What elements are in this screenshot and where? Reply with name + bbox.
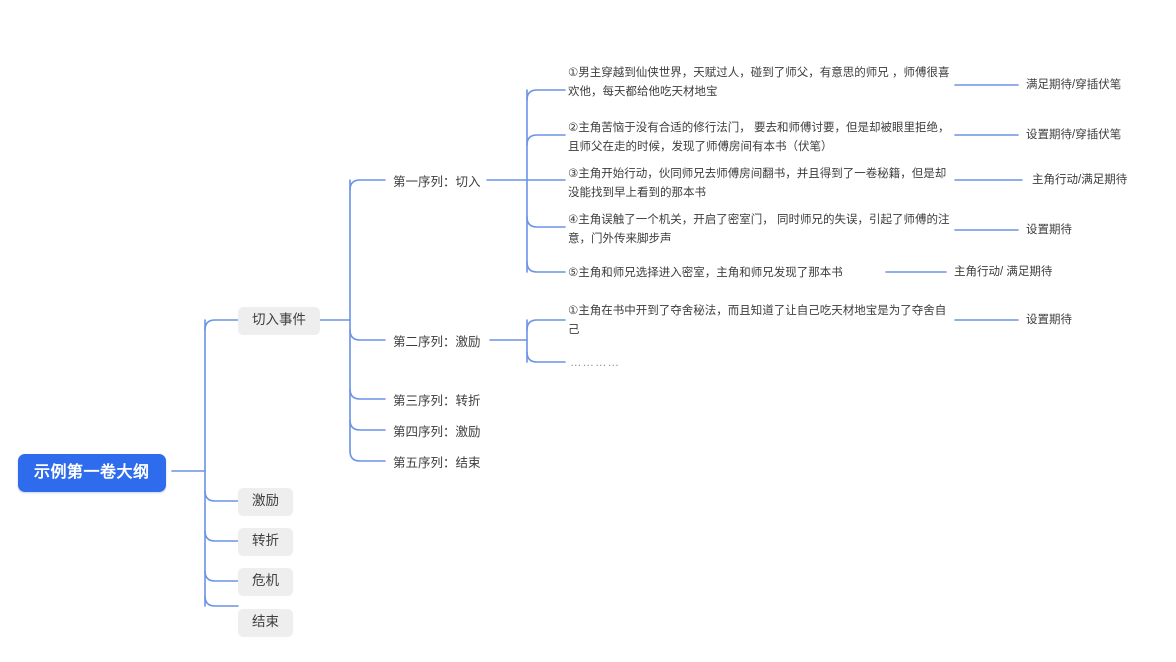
tag-text: 设置期待 [1026,224,1072,236]
node-label: 危机 [252,573,279,588]
tag-text: 主角行动/满足期待 [1032,174,1128,186]
tag-text: 主角行动/ 满足期待 [954,266,1053,278]
tag-node-1-2[interactable]: 设置期待/穿插伏笔 [1026,128,1121,143]
node-结束-level1[interactable]: 结束 [238,609,293,637]
node-label: 转折 [252,533,279,548]
node-sequence-3[interactable]: 第三序列：转折 [389,391,485,411]
detail-text: ⑤主角和师兄选择进入密室，主角和师兄发现了那本书 [568,267,843,279]
tag-text: 满足期待/穿插伏笔 [1026,79,1122,91]
tag-node-2-1[interactable]: 设置期待 [1026,313,1072,328]
tag-node-1-4[interactable]: 设置期待 [1026,223,1072,238]
node-label: 结束 [252,614,279,629]
root-node[interactable]: 示例第一卷大纲 [18,454,166,493]
node-label: 第四序列：激励 [393,425,481,439]
detail-text: ………… [570,357,620,369]
detail-text: ①男主穿越到仙侠世界，天赋过人，碰到了师父，有意思的师兄 ，师傅很喜欢他，每天都… [568,67,950,98]
detail-text: ④主角误触了一个机关，开启了密室门， 同时师兄的失误，引起了师傅的注意，门外传来… [568,214,950,245]
node-危机-level1[interactable]: 危机 [238,568,293,596]
node-sequence-4[interactable]: 第四序列：激励 [389,422,485,442]
node-label: 激励 [252,493,279,508]
detail-text: ①主角在书中开到了夺舍秘法，而且知道了让自己吃天材地宝是为了夺舍自己 [568,305,947,336]
detail-node-2-2-ellipsis[interactable]: ………… [570,354,770,373]
node-label: 第二序列：激励 [393,335,481,349]
node-sequence-1[interactable]: 第一序列：切入 [389,172,485,192]
detail-node-2-1[interactable]: ①主角在书中开到了夺舍秘法，而且知道了让自己吃天材地宝是为了夺舍自己 [568,302,956,340]
node-label: 第五序列：结束 [393,456,481,470]
node-label: 切入事件 [252,312,306,327]
tag-text: 设置期待/穿插伏笔 [1026,129,1122,141]
detail-node-1-4[interactable]: ④主角误触了一个机关，开启了密室门， 同时师兄的失误，引起了师傅的注意，门外传来… [568,211,956,249]
node-转折-level1[interactable]: 转折 [238,528,293,556]
detail-node-1-2[interactable]: ②主角苦恼于没有合适的修行法门， 要去和师傅讨要，但是却被眼里拒绝，且师父在走的… [568,119,956,157]
node-sequence-5[interactable]: 第五序列：结束 [389,453,485,473]
node-label: 第一序列：切入 [393,175,481,189]
detail-node-1-1[interactable]: ①男主穿越到仙侠世界，天赋过人，碰到了师父，有意思的师兄 ，师傅很喜欢他，每天都… [568,64,956,102]
detail-node-1-3[interactable]: ③主角开始行动，伙同师兄去师傅房间翻书，并且得到了一卷秘籍，但是却没能找到早上看… [568,165,956,203]
tag-node-1-5[interactable]: 主角行动/ 满足期待 [954,265,1052,280]
detail-text: ②主角苦恼于没有合适的修行法门， 要去和师傅讨要，但是却被眼里拒绝，且师父在走的… [568,122,950,153]
node-激励-level1[interactable]: 激励 [238,488,293,516]
tag-node-1-1[interactable]: 满足期待/穿插伏笔 [1026,78,1121,93]
node-切入事件[interactable]: 切入事件 [238,307,320,335]
detail-node-1-5[interactable]: ⑤主角和师兄选择进入密室，主角和师兄发现了那本书 [568,264,898,283]
node-label: 第三序列：转折 [393,394,481,408]
tag-node-1-3[interactable]: 主角行动/满足期待 [1032,173,1127,188]
root-node-label: 示例第一卷大纲 [34,464,150,481]
tag-text: 设置期待 [1026,314,1072,326]
detail-text: ③主角开始行动，伙同师兄去师傅房间翻书，并且得到了一卷秘籍，但是却没能找到早上看… [568,168,947,199]
node-sequence-2[interactable]: 第二序列：激励 [389,332,485,352]
